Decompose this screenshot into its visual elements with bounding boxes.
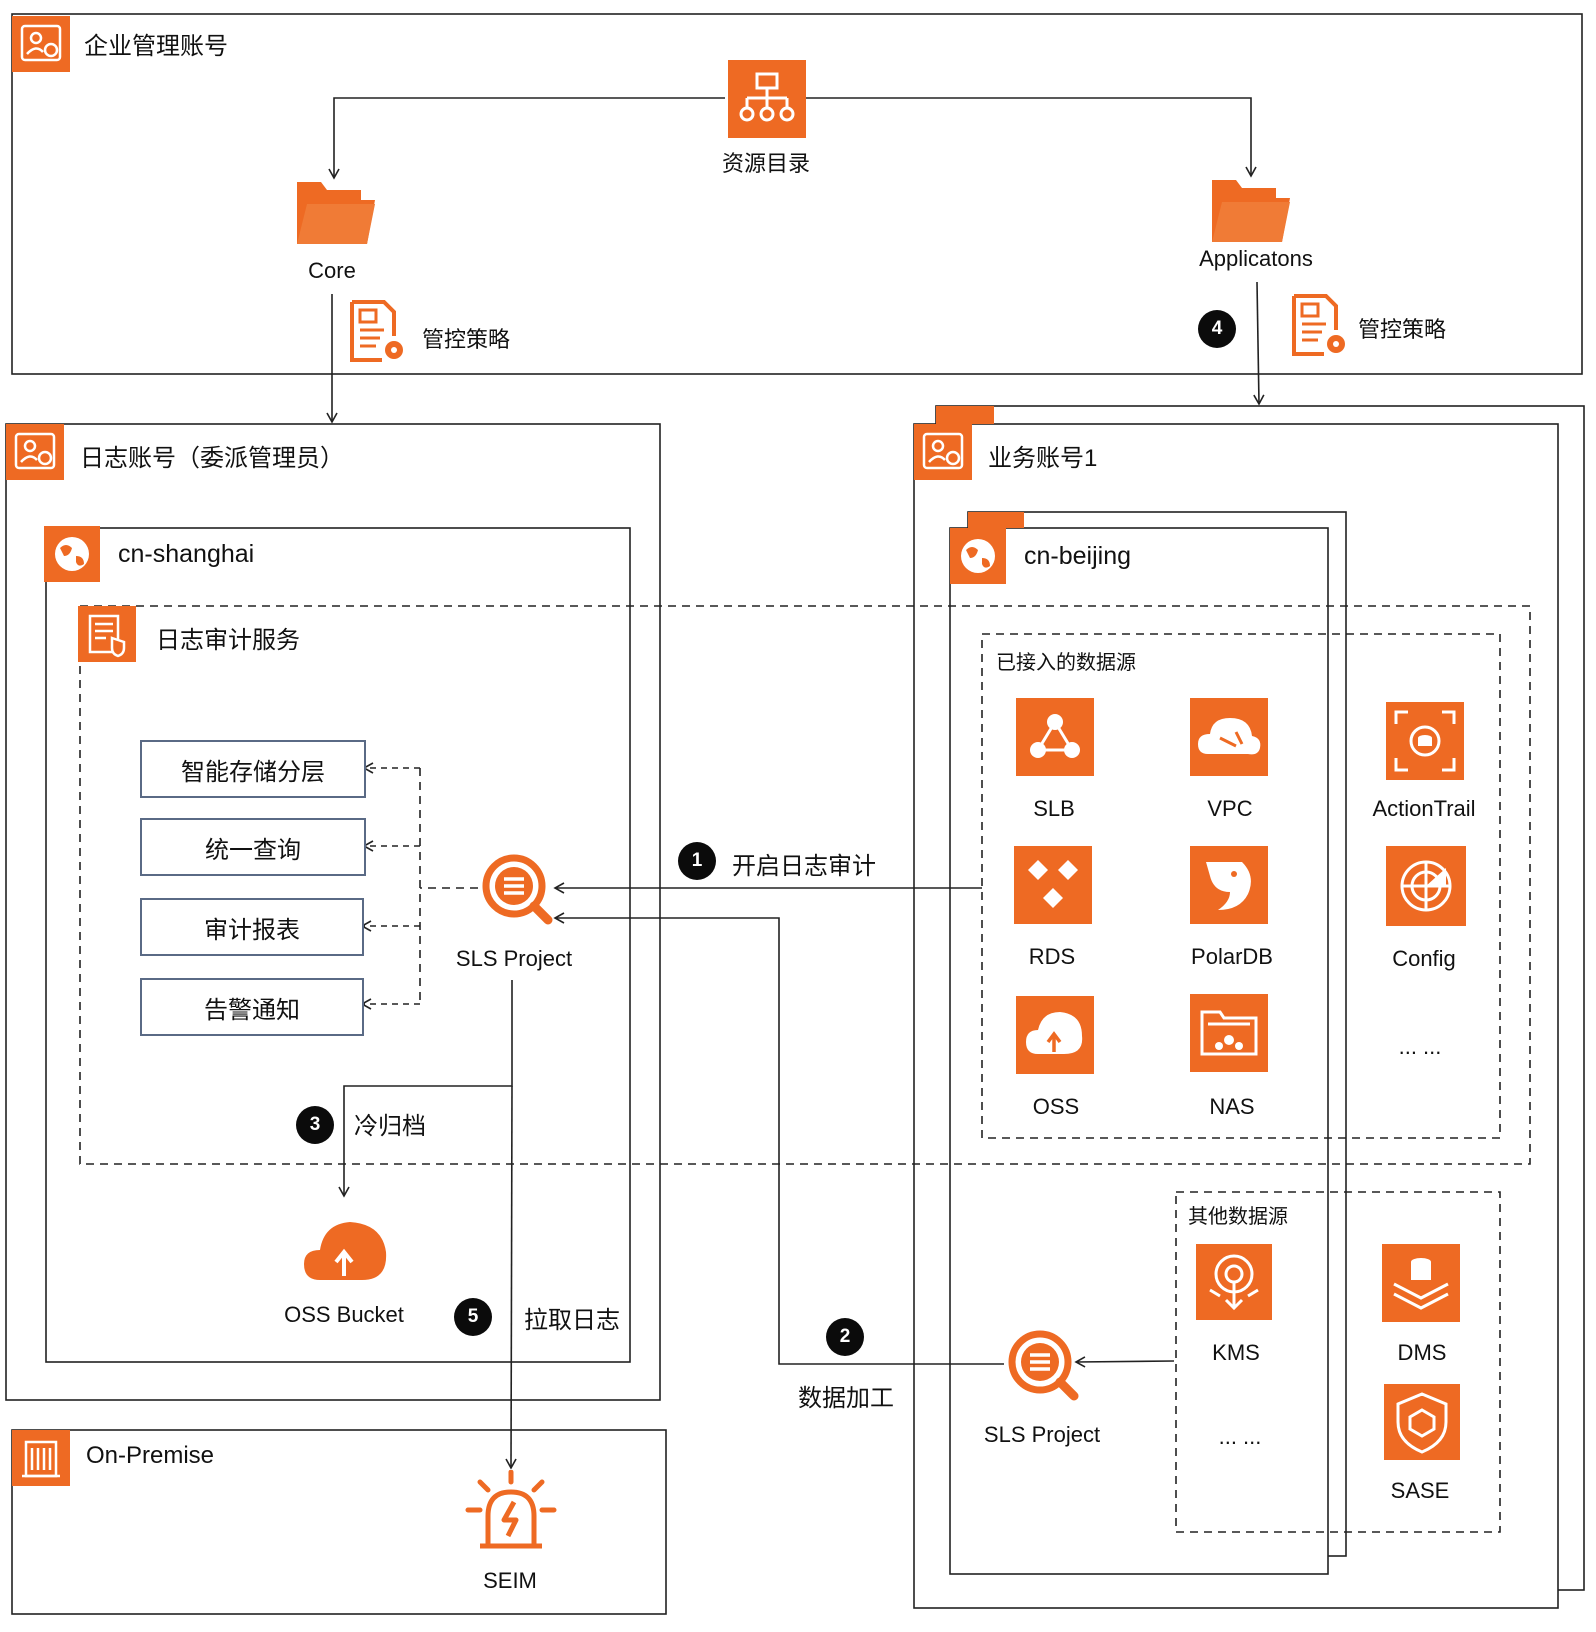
oss-bucket-icon <box>302 1210 390 1284</box>
oss-icon <box>1016 996 1094 1074</box>
rd-to-apps-line <box>805 97 1257 178</box>
source-label-other-more: ... ... <box>1218 1424 1262 1449</box>
step-badge-3: 3 <box>296 1106 334 1144</box>
source-label-kms: KMS <box>1212 1340 1260 1365</box>
source-label-vpc: VPC <box>1207 796 1253 821</box>
source-label-slb: SLB <box>1033 796 1075 821</box>
beijing-region-box <box>949 527 1329 1575</box>
feature-unified-query: 统一查询 <box>140 818 366 876</box>
log-audit-service-title: 日志审计服务 <box>156 627 300 654</box>
account-admin-icon <box>12 16 70 72</box>
globe-icon-back <box>968 512 1024 528</box>
step5-arrow <box>505 1085 517 1470</box>
log-audit-icon <box>78 606 136 662</box>
polardb-icon <box>1190 846 1268 924</box>
region-shanghai-label: cn-shanghai <box>118 540 255 568</box>
account-admin-icon <box>914 424 972 480</box>
log-account-title: 日志账号（委派管理员） <box>80 445 344 472</box>
folder-core-label: Core <box>308 258 356 283</box>
vpc-icon <box>1190 698 1268 776</box>
account-admin-icon <box>6 424 64 480</box>
building-icon <box>12 1430 70 1486</box>
rds-icon <box>1014 846 1092 924</box>
sls-project-label: SLS Project <box>455 946 573 971</box>
enterprise-box <box>11 13 1583 375</box>
shanghai-region-box <box>45 527 631 1363</box>
config-icon <box>1386 846 1466 926</box>
connected-sources-box <box>981 633 1501 1139</box>
step-badge-2: 2 <box>826 1318 864 1356</box>
feature-audit-report: 审计报表 <box>140 898 364 956</box>
step-label-2: 数据加工 <box>798 1385 894 1412</box>
sls-project-icon <box>1004 1326 1084 1404</box>
region-beijing-label: cn-beijing <box>1024 542 1132 570</box>
folder-icon <box>295 178 377 246</box>
other-sources-box <box>1175 1191 1501 1533</box>
on-premise-title: On-Premise <box>86 1442 215 1469</box>
step-label-5: 拉取日志 <box>524 1307 620 1334</box>
source-label-actiontrail: ActionTrail <box>1372 796 1476 821</box>
on-premise-box <box>11 1429 667 1615</box>
log-account-box <box>5 423 661 1401</box>
folder-icon <box>1210 176 1292 244</box>
source-label-more: ... ... <box>1398 1034 1442 1059</box>
globe-icon <box>950 528 1006 584</box>
step2-arrow <box>553 912 1004 1365</box>
resource-directory-label: 资源目录 <box>721 151 811 176</box>
step-label-1: 开启日志审计 <box>732 853 876 880</box>
rd-to-core-line <box>328 97 725 180</box>
policy-doc-icon <box>1290 292 1348 358</box>
step-badge-4: 4 <box>1198 310 1236 348</box>
nas-icon <box>1190 994 1268 1072</box>
log-audit-dashed-box <box>79 605 1531 1165</box>
source-label-rds: RDS <box>1028 944 1076 969</box>
apps-to-biz-line <box>1253 281 1265 406</box>
source-label-sase: SASE <box>1390 1478 1450 1503</box>
source-label-nas: NAS <box>1209 1094 1255 1119</box>
account-admin-icon-back <box>936 406 994 424</box>
other-to-sls-arrow <box>1074 1356 1175 1368</box>
actiontrail-icon <box>1386 702 1464 780</box>
kms-icon <box>1196 1244 1272 1320</box>
biz-account-title: 业务账号1 <box>988 445 1098 472</box>
source-label-oss: OSS <box>1032 1094 1080 1119</box>
step-label-3: 冷归档 <box>354 1113 426 1140</box>
policy-doc-icon <box>348 298 406 364</box>
enterprise-title: 企业管理账号 <box>84 33 228 60</box>
feature-storage-tier: 智能存储分层 <box>140 740 366 798</box>
dms-icon <box>1382 1244 1460 1322</box>
connected-sources-title: 已接入的数据源 <box>996 652 1136 674</box>
policy-right-label: 管控策略 <box>1358 317 1447 342</box>
globe-icon <box>44 526 100 582</box>
source-label-config: Config <box>1392 946 1456 971</box>
policy-left-label: 管控策略 <box>422 327 511 352</box>
sase-icon <box>1384 1384 1460 1460</box>
oss-bucket-label: OSS Bucket <box>284 1302 404 1327</box>
folder-apps-label: Applicatons <box>1199 246 1313 271</box>
step-badge-1: 1 <box>678 842 716 880</box>
slb-icon <box>1016 698 1094 776</box>
step3-arrow <box>338 980 513 1198</box>
source-label-dms: DMS <box>1397 1340 1447 1365</box>
alarm-icon <box>464 1470 558 1552</box>
feature-alert-notify: 告警通知 <box>140 978 364 1036</box>
biz-sls-project-label: SLS Project <box>983 1422 1101 1447</box>
source-label-polardb: PolarDB <box>1191 944 1273 969</box>
org-tree-icon <box>728 60 806 138</box>
sls-project-icon <box>478 850 558 928</box>
step-badge-5: 5 <box>454 1298 492 1336</box>
other-sources-title: 其他数据源 <box>1188 1206 1288 1228</box>
seim-label: SEIM <box>483 1568 537 1593</box>
